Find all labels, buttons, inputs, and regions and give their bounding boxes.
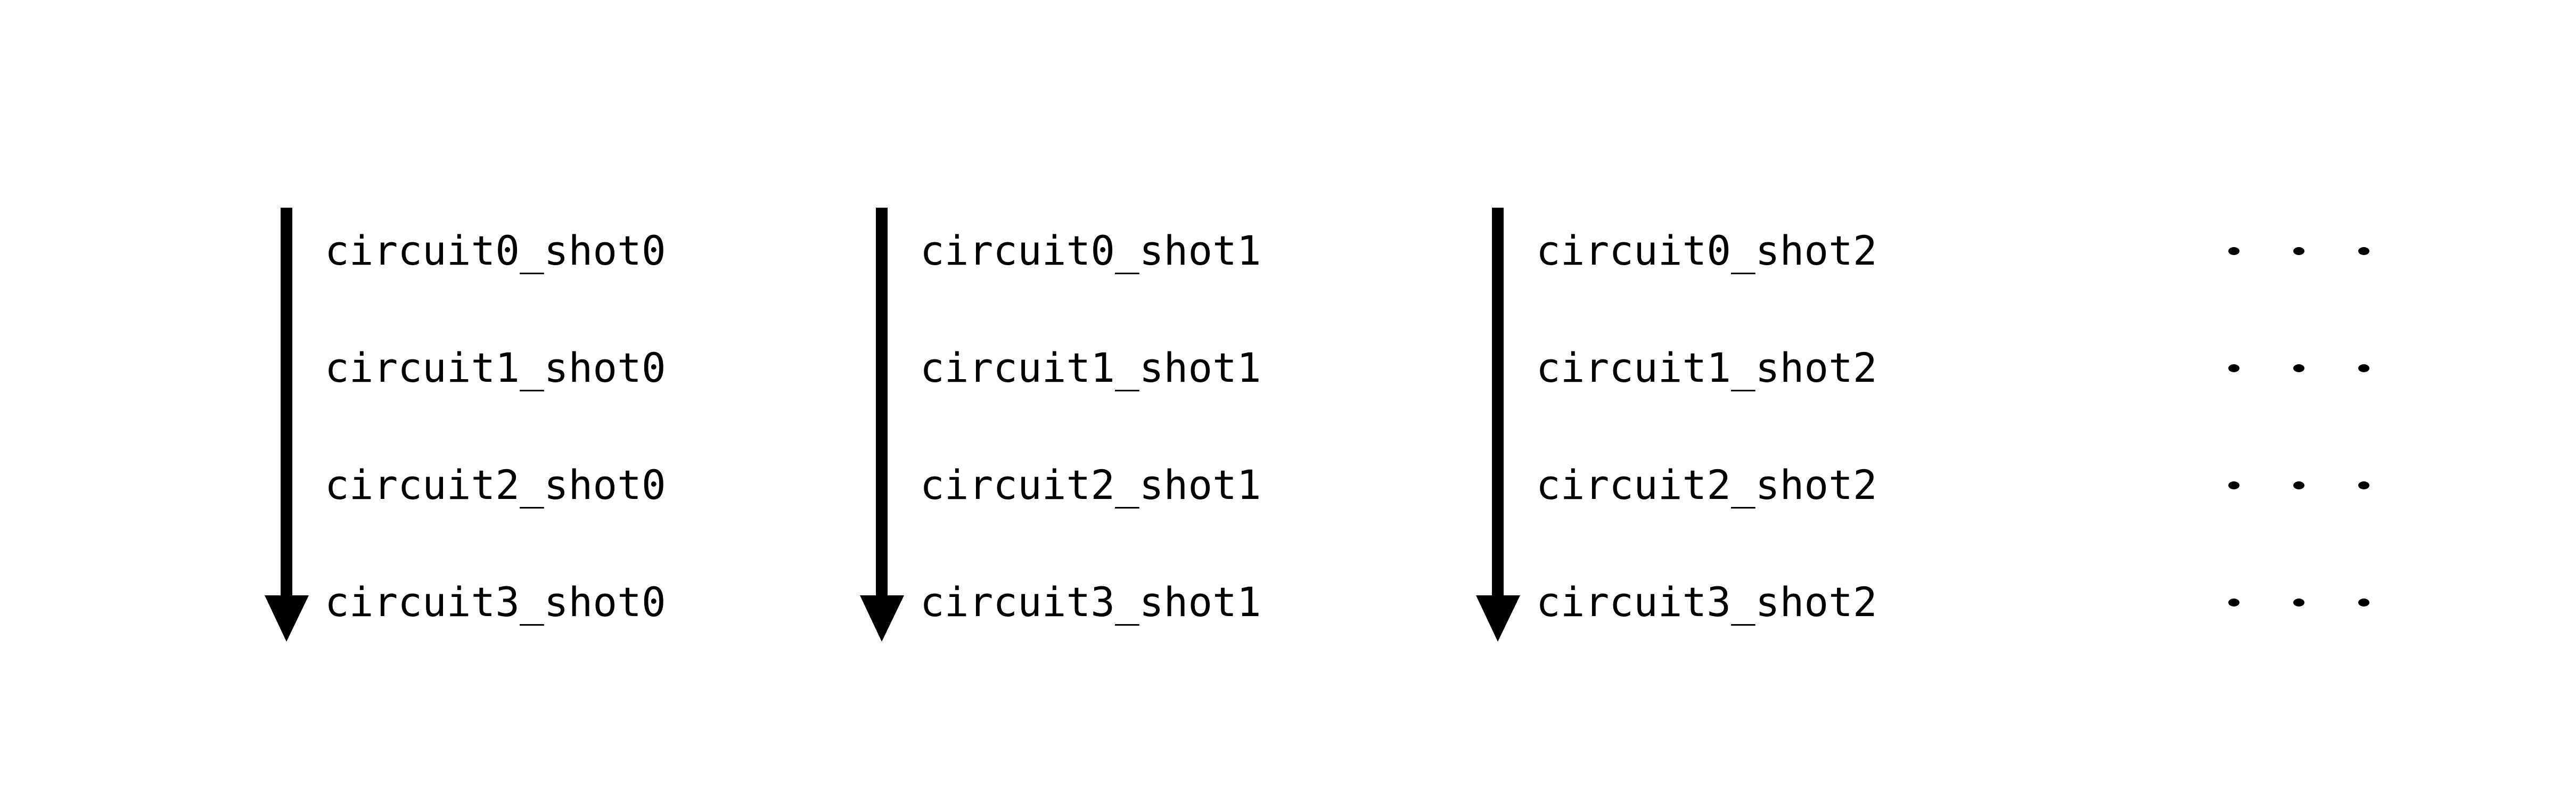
list-item: circuit3_shot0 xyxy=(325,578,666,626)
ellipsis-dot xyxy=(2358,247,2369,255)
list-item: circuit1_shot1 xyxy=(920,344,1261,391)
down-arrow-icon-shot2 xyxy=(1476,208,1521,642)
list-item: circuit1_shot0 xyxy=(325,344,666,391)
ellipsis-dot xyxy=(2358,364,2369,372)
ellipsis-dot xyxy=(2293,364,2304,372)
ellipsis-dot xyxy=(2228,481,2239,489)
list-item: circuit0_shot0 xyxy=(325,227,666,274)
ellipsis-dot xyxy=(2293,481,2304,489)
ellipsis-icon xyxy=(2228,245,2377,256)
list-item: circuit2_shot1 xyxy=(920,461,1261,509)
list-item: circuit2_shot2 xyxy=(1536,461,1877,509)
ellipsis-dot xyxy=(2228,364,2239,372)
list-item: circuit2_shot0 xyxy=(325,461,666,509)
ellipsis-column xyxy=(2228,0,2377,803)
list-item: circuit0_shot1 xyxy=(920,227,1261,274)
ellipsis-dot xyxy=(2293,598,2304,607)
list-item: circuit1_shot2 xyxy=(1536,344,1877,391)
ellipsis-icon xyxy=(2228,480,2377,490)
ellipsis-dot xyxy=(2228,598,2239,607)
list-item: circuit3_shot2 xyxy=(1536,578,1877,626)
ellipsis-dot xyxy=(2358,598,2369,607)
down-arrow-icon-shot1 xyxy=(860,208,905,642)
ellipsis-dot xyxy=(2293,247,2304,255)
ellipsis-icon xyxy=(2228,597,2377,608)
list-item: circuit3_shot1 xyxy=(920,578,1261,626)
down-arrow-icon-shot0 xyxy=(265,208,309,642)
ellipsis-dot xyxy=(2228,247,2239,255)
ellipsis-dot xyxy=(2358,481,2369,489)
ellipsis-icon xyxy=(2228,363,2377,373)
list-item: circuit0_shot2 xyxy=(1536,227,1877,274)
